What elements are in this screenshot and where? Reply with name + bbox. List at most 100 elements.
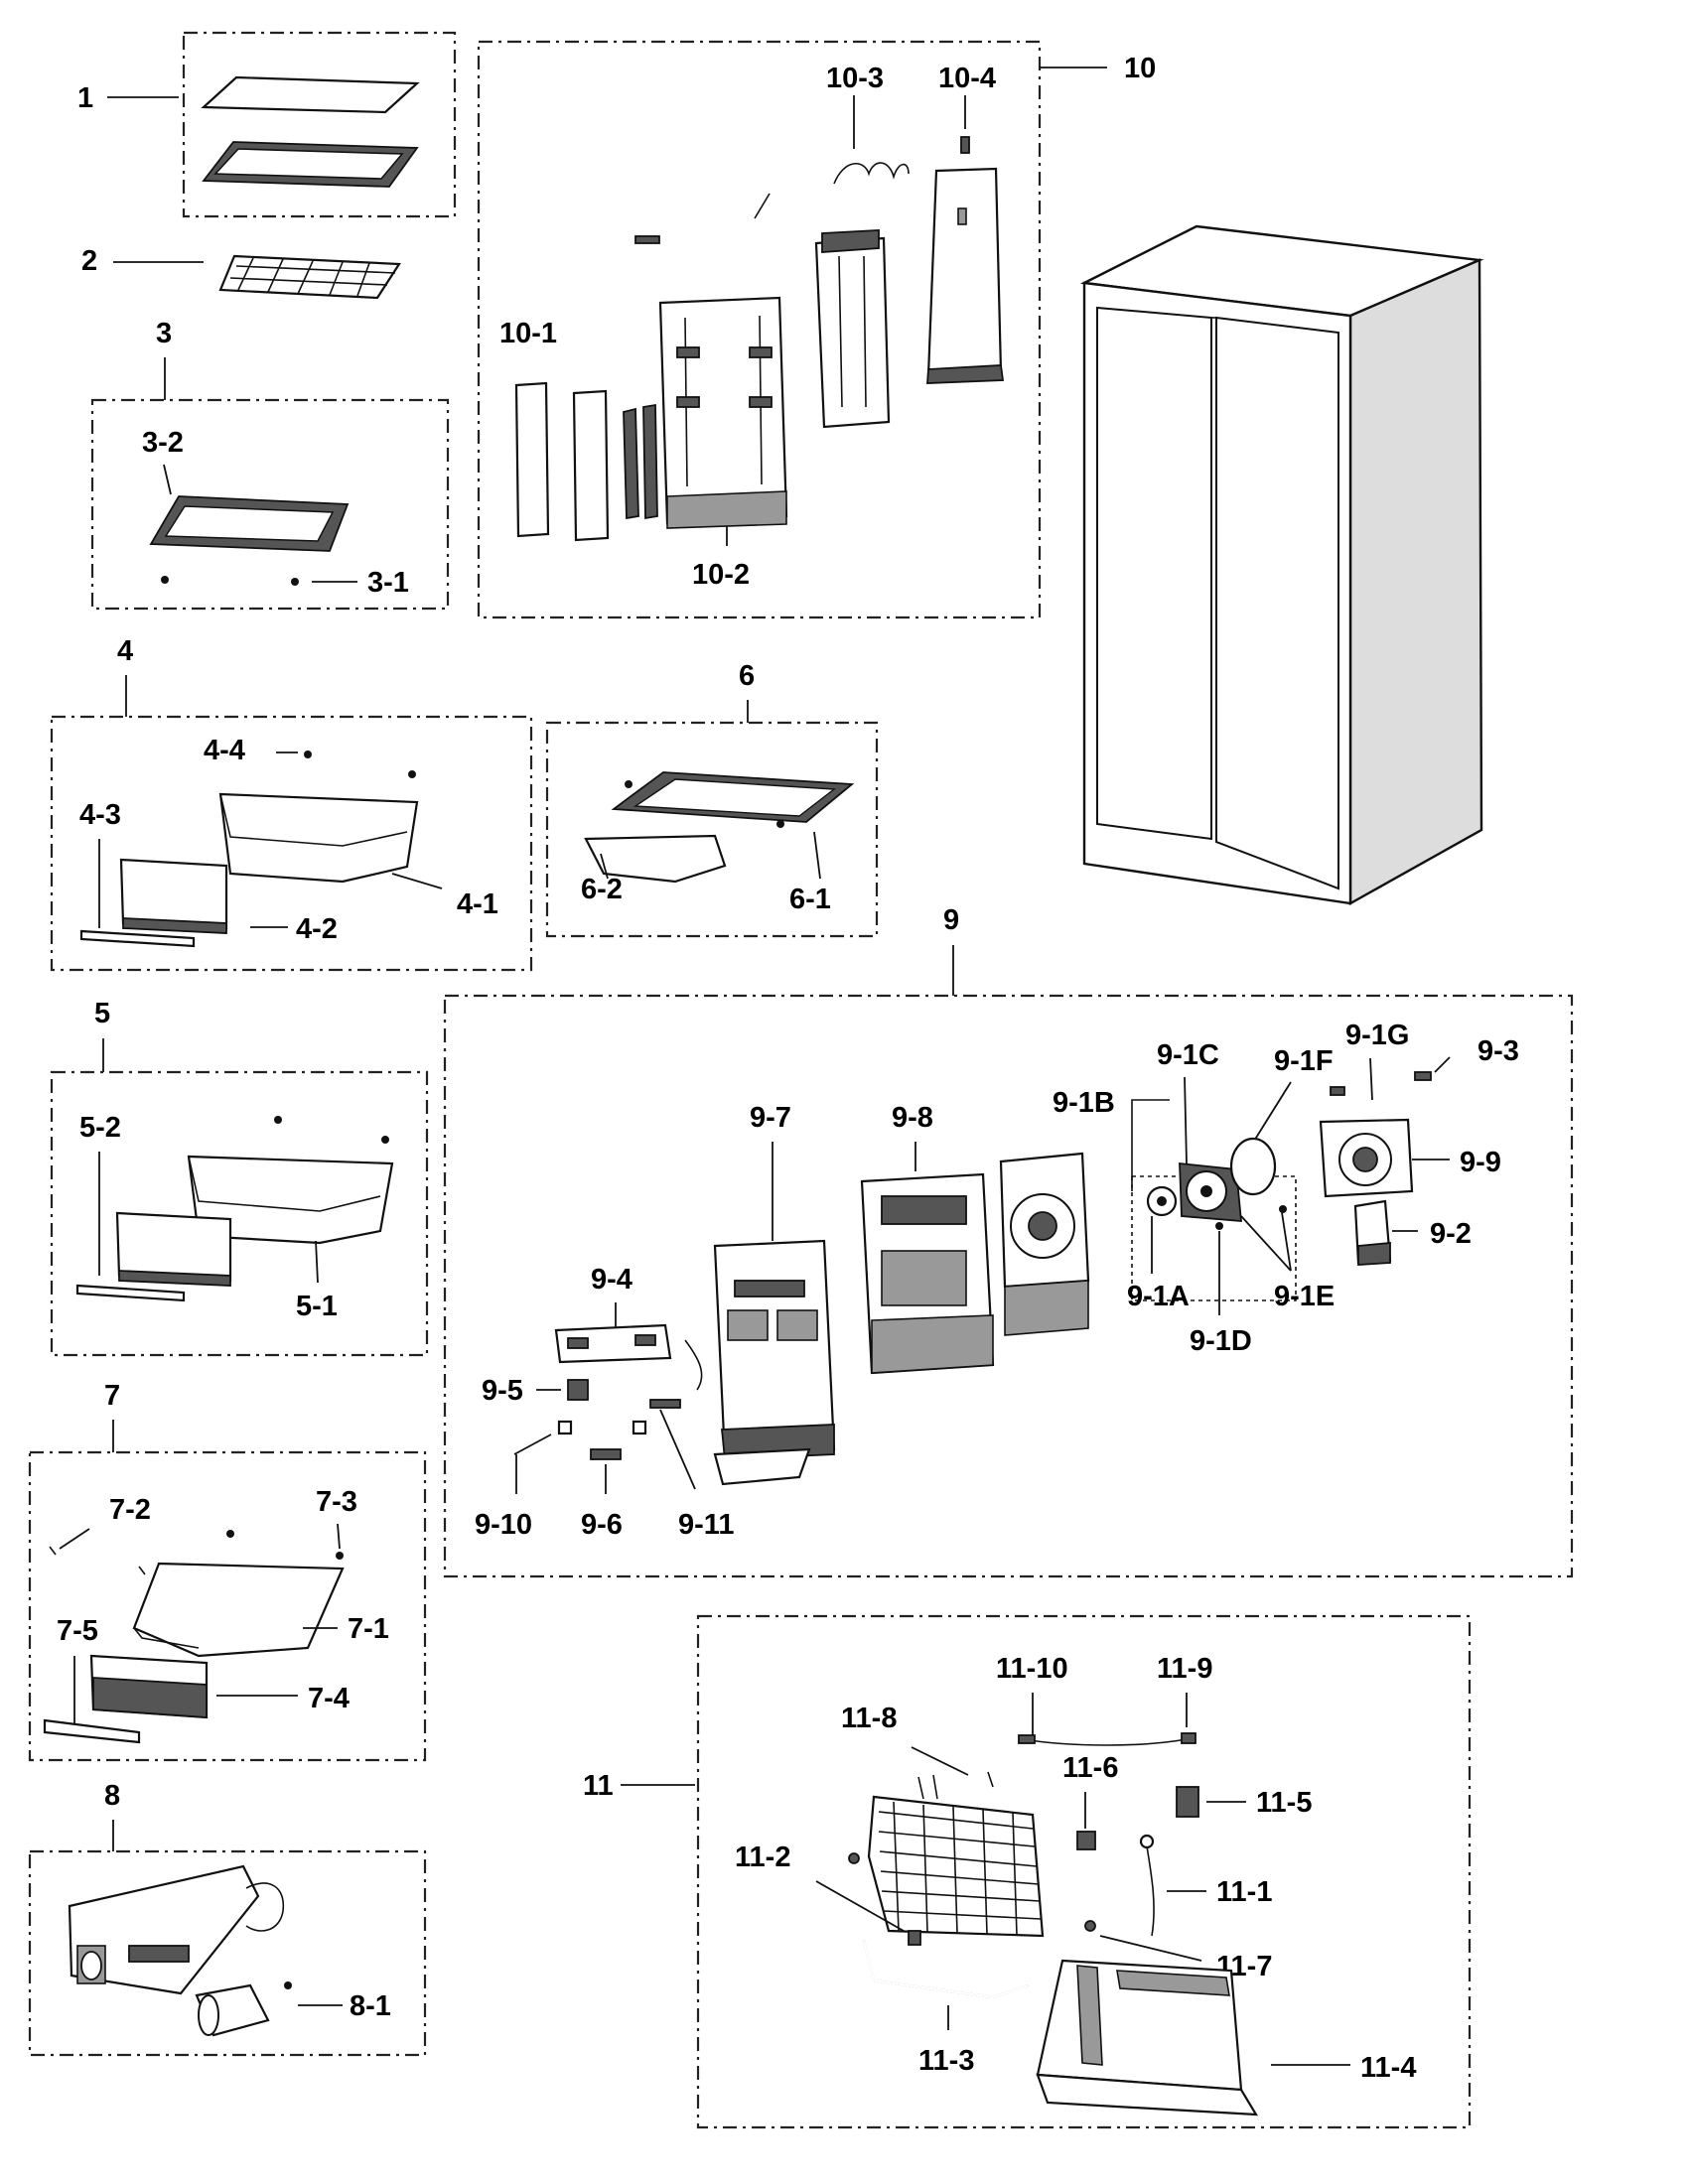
group-2: 2 — [81, 245, 401, 300]
part-3-1-label: 3-1 — [367, 567, 409, 599]
part-9-11-label: 9-11 — [678, 1509, 734, 1541]
wire-harness-10-3 — [833, 162, 910, 185]
part-6-2-label: 6-2 — [581, 874, 623, 905]
part-11-4-label: 11-4 — [1360, 2052, 1416, 2084]
crisper-drawer-4-1 — [218, 792, 419, 884]
part-5-2-label: 5-2 — [79, 1112, 121, 1144]
part-11-10-label: 11-10 — [996, 1653, 1068, 1685]
part-11-1-label: 11-1 — [1216, 1876, 1272, 1908]
shelf-glass — [201, 75, 420, 114]
part-7-3-label: 7-3 — [316, 1486, 357, 1518]
part-8-1-label: 8-1 — [350, 1990, 391, 2022]
group-6-frame — [545, 721, 879, 938]
group-7-label: 7 — [104, 1380, 120, 1412]
group-10-frame — [477, 40, 1042, 619]
part-9-4-label: 9-4 — [591, 1264, 633, 1296]
trim-strip-4-3 — [79, 929, 196, 948]
part-9-8-label: 9-8 — [892, 1102, 933, 1134]
group-3-label: 3 — [156, 318, 172, 349]
group-8-label: 8 — [104, 1780, 120, 1812]
part-9-1E-label: 9-1E — [1274, 1281, 1335, 1312]
part-10-3-label: 10-3 — [826, 63, 884, 94]
part-11-8-label: 11-8 — [841, 1703, 897, 1734]
cover-lid-6-2 — [584, 834, 727, 884]
part-9-5-label: 9-5 — [482, 1375, 523, 1407]
part-4-2-label: 4-2 — [296, 913, 338, 945]
part-6-1-label: 6-1 — [789, 884, 831, 915]
part-9-3-label: 9-3 — [1477, 1035, 1519, 1067]
part-9-1B-label: 9-1B — [1053, 1087, 1115, 1119]
duct-10-4 — [926, 167, 1003, 377]
refrigerator-cabinet — [1079, 224, 1484, 906]
group-11: 11 11-10 11-9 11-8 11-6 11-5 11-1 11-7 1… — [583, 1614, 1472, 2129]
trim-strip-7-5 — [43, 1718, 141, 1744]
group-10-label: 10 — [1124, 53, 1156, 84]
part-9-1A-label: 9-1A — [1127, 1281, 1190, 1312]
group-1: 1 — [77, 31, 457, 218]
insulation-strip-a — [514, 381, 550, 538]
wire-11-10 — [1022, 1738, 1188, 1746]
part-10-4-label: 10-4 — [938, 63, 996, 94]
part-9-1F-label: 9-1F — [1274, 1045, 1334, 1077]
group-9-label: 9 — [943, 904, 959, 936]
cover-panel-10-2 — [658, 296, 788, 525]
group-10: 10 10-3 10-4 10-1 10-2 — [477, 40, 1156, 619]
group-5-label: 5 — [94, 998, 110, 1029]
heater-strip — [623, 407, 639, 520]
group-7-frame — [28, 1450, 427, 1762]
part-10-2-label: 10-2 — [692, 559, 750, 591]
wire-rack — [218, 254, 401, 300]
overload-11-5 — [1176, 1786, 1199, 1818]
cord-11-1 — [1146, 1845, 1155, 1937]
group-11-label: 11 — [583, 1770, 614, 1802]
part-3-2-label: 3-2 — [142, 427, 184, 459]
group-11-frame — [696, 1614, 1472, 2129]
group-8: 8 8-1 — [28, 1780, 427, 2057]
part-9-1G-label: 9-1G — [1345, 1020, 1409, 1051]
group-3-frame — [90, 398, 450, 611]
part-9-1D-label: 9-1D — [1190, 1325, 1252, 1357]
part-11-9-label: 11-9 — [1157, 1653, 1212, 1685]
group-5-frame — [50, 1070, 429, 1357]
group-4-frame — [50, 715, 533, 972]
group-4: 4 4-4 4-3 4-2 4-1 — [50, 635, 533, 972]
part-9-1C-label: 9-1C — [1157, 1039, 1219, 1071]
part-10-1-label: 10-1 — [499, 318, 557, 349]
part-4-3-label: 4-3 — [79, 799, 121, 831]
part-9-7-label: 9-7 — [750, 1102, 791, 1134]
part-11-5-label: 11-5 — [1256, 1787, 1312, 1819]
insulation-strip-b — [572, 389, 610, 542]
part-9-10-label: 9-10 — [475, 1509, 532, 1541]
group-7: 7 7-2 7-3 7-1 7-5 7-4 — [28, 1380, 427, 1762]
fan-bracket-9-1G — [1229, 1137, 1277, 1196]
switch-9-5 — [567, 1379, 589, 1401]
part-7-4-label: 7-4 — [308, 1683, 350, 1714]
group-9-frame — [443, 994, 1574, 1578]
group-6-label: 6 — [739, 660, 755, 692]
group-1-label: 1 — [77, 82, 93, 114]
group-6: 6 6-2 6-1 — [545, 660, 879, 938]
part-9-2-label: 9-2 — [1430, 1218, 1472, 1250]
pcb-9-6 — [590, 1448, 622, 1460]
group-8-frame — [28, 1849, 427, 2057]
part-4-4-label: 4-4 — [204, 735, 245, 766]
group-3: 3 3-2 3-1 — [90, 318, 450, 611]
crisper-cover-4-2 — [119, 858, 228, 930]
part-11-6-label: 11-6 — [1062, 1752, 1118, 1784]
part-9-9-label: 9-9 — [1460, 1147, 1501, 1178]
group-1-frame — [182, 31, 457, 218]
group-4-label: 4 — [117, 635, 133, 667]
bracket-panel — [814, 236, 891, 429]
part-9-6-label: 9-6 — [581, 1509, 623, 1541]
part-7-2-label: 7-2 — [109, 1494, 151, 1526]
part-7-1-label: 7-1 — [348, 1613, 389, 1645]
trim-strip-5 — [75, 1284, 186, 1302]
drain-tube-11-3 — [862, 1940, 1029, 1999]
group-5: 5 5-2 5-1 — [50, 998, 429, 1357]
part-11-3-label: 11-3 — [918, 2045, 974, 2077]
relay-11-6 — [1076, 1831, 1096, 1850]
part-11-2-label: 11-2 — [735, 1842, 790, 1873]
part-7-5-label: 7-5 — [57, 1615, 98, 1647]
group-9: 9 9-7 9-8 9-1C 9-1F 9-1G 9-1B — [443, 904, 1574, 1578]
